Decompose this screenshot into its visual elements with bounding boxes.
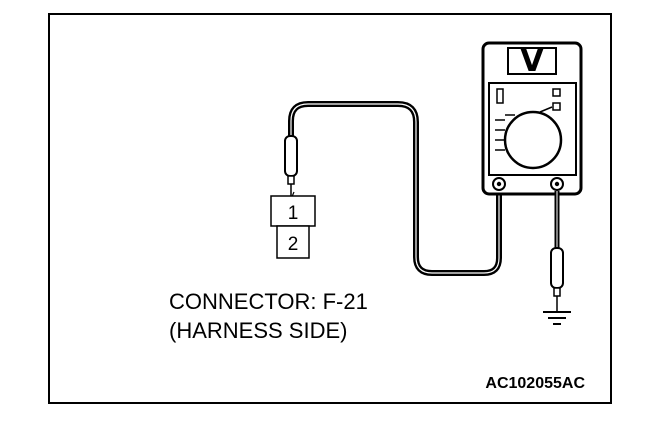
connector-pin-2-label: 2 — [288, 234, 299, 255]
selector-dial — [503, 110, 563, 170]
right-test-probe-icon — [550, 247, 564, 289]
meter-mode-label: V — [520, 44, 544, 79]
connector-side-label: (HARNESS SIDE) — [169, 318, 347, 343]
meter-indicator-bottom — [552, 102, 561, 111]
connector-pin-1-label: 1 — [288, 203, 299, 224]
ground-lead — [550, 191, 564, 312]
voltmeter-icon: V — [481, 41, 583, 196]
meter-display — [507, 47, 557, 75]
connector-f21: 1 2 — [270, 195, 316, 259]
range-marks-icon — [495, 88, 515, 151]
connector-name-label: CONNECTOR: F-21 — [169, 289, 368, 314]
meter-indicator-top — [552, 88, 561, 97]
connector-pin-1-cavity — [270, 195, 316, 227]
connector-pin-2-cavity — [276, 225, 310, 259]
figure-code: AC102055AC — [485, 375, 585, 392]
ground-icon — [543, 311, 571, 325]
